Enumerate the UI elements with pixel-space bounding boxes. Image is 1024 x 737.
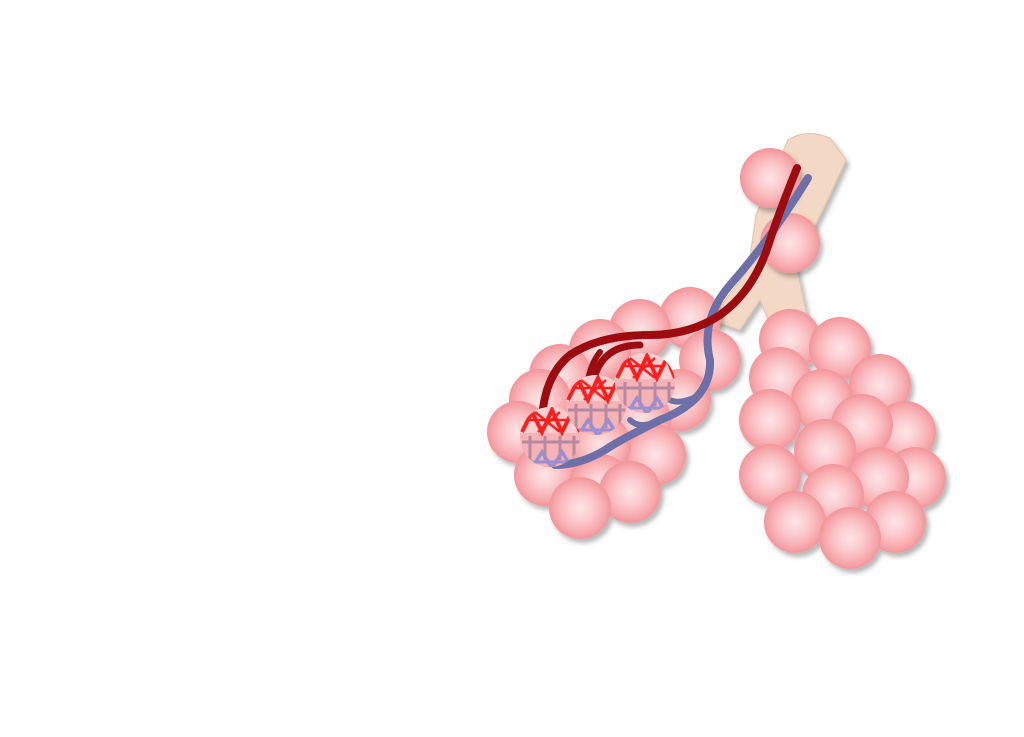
pulmonary-vein-vessel [551, 174, 812, 469]
right-alveolar-sac [739, 309, 946, 569]
capillary-network-3 [615, 353, 675, 413]
